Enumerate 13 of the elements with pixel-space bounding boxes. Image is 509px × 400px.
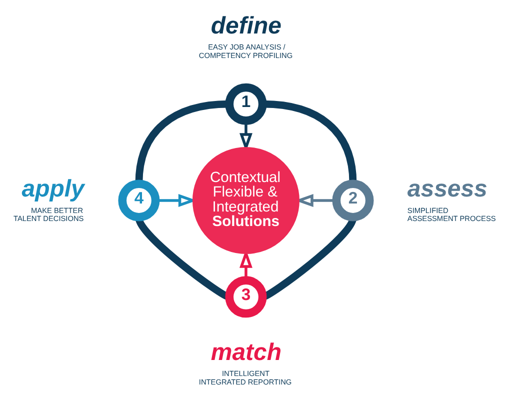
- node-label: INTELLIGENT INTEGRATED REPORTING: [198, 368, 292, 386]
- node-circle: 2: [332, 179, 374, 221]
- node-label: SIMPLIFIED ASSESSMENT PROCESS: [407, 205, 496, 223]
- node-circle: 3: [225, 276, 267, 318]
- node-label: EASY JOB ANALYSIS / COMPETENCY PROFILING: [198, 42, 293, 60]
- node-label: apply: [22, 175, 84, 202]
- node-label: assess: [407, 175, 488, 202]
- node-label: match: [210, 338, 282, 366]
- node-circle: Contextual Flexible & Integrated Solutions: [192, 146, 300, 254]
- node-label: define: [210, 12, 282, 39]
- node-circle: 4: [118, 179, 160, 221]
- node-circle: 1: [225, 82, 267, 124]
- node-label: MAKE BETTER TALENT DECISIONS: [13, 205, 84, 223]
